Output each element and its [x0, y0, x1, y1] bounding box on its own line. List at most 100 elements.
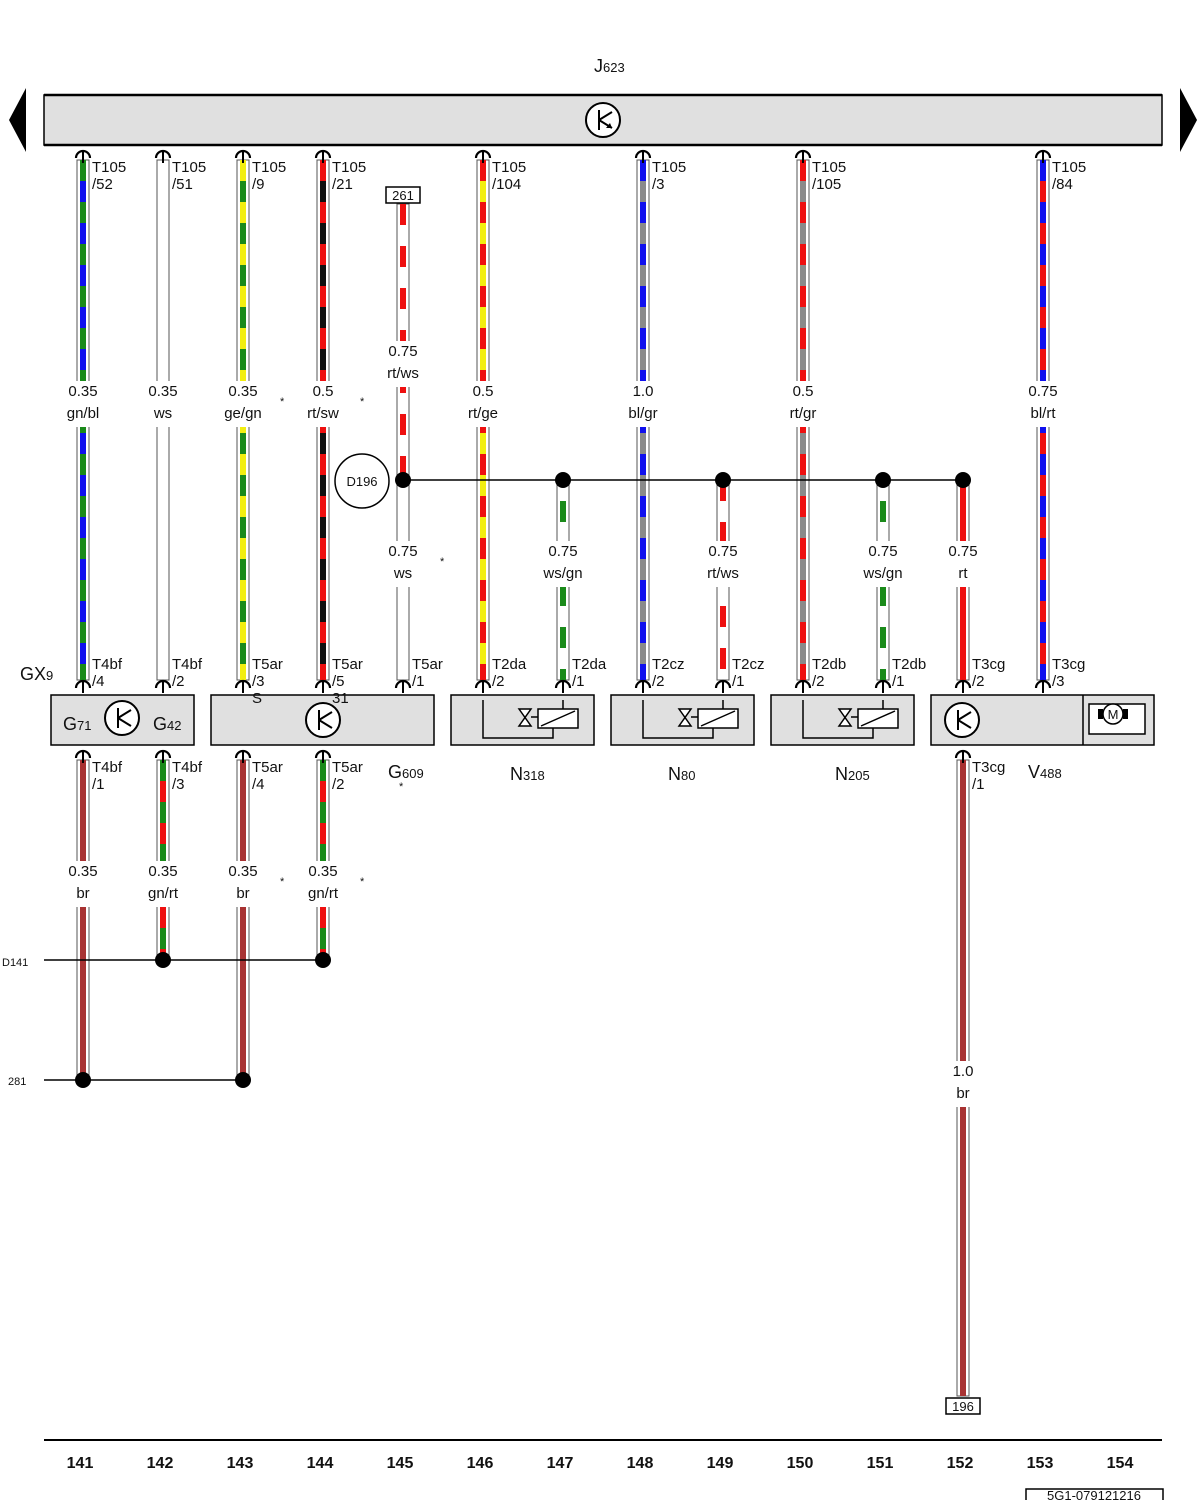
wire-b152-pin: T3cg — [972, 759, 1005, 776]
column-number-141: 141 — [67, 1455, 94, 1472]
wire-w141-pin: T105 — [92, 159, 126, 176]
device-p144-pin: T5ar — [332, 656, 363, 673]
wire-b142[interactable] — [156, 759, 170, 961]
wire-b143-color: br — [236, 885, 249, 902]
ref-box-261[interactable]: 261 — [385, 186, 421, 204]
wire-w148-pin: T105 — [652, 159, 686, 176]
column-number-142: 142 — [147, 1455, 174, 1472]
label-layer: T105/520.35gn/blT105/510.35wsT105/90.35g… — [57, 159, 1086, 1107]
wire-b142-pin-num: /3 — [172, 776, 185, 793]
electronic-module-icon — [585, 102, 621, 138]
n80-label: N80 — [668, 764, 695, 784]
connector-p149 — [714, 679, 732, 693]
sensor-icon — [305, 702, 341, 738]
gx9-label: GX9 — [20, 664, 53, 684]
ref-box-196[interactable]: 196 — [945, 1397, 981, 1415]
wire-b141[interactable] — [76, 759, 90, 1081]
wire-w144-size: 0.5 — [313, 383, 334, 400]
solenoid-valve-n318-icon — [482, 700, 579, 739]
pressure-sensor-icon — [104, 700, 140, 736]
wire-b144-size: 0.35 — [308, 863, 337, 880]
device-p145-pin: T5ar — [412, 656, 443, 673]
connector-p147 — [554, 679, 572, 693]
wire-s147-size: 0.75 — [548, 543, 577, 560]
n205-label: N205 — [835, 764, 870, 784]
device-p151-pin-num: /1 — [892, 673, 905, 690]
g609-star: * — [399, 781, 404, 793]
column-number-152: 152 — [947, 1455, 974, 1472]
wire-w148-pin-num: /3 — [652, 176, 665, 193]
wire-w144-pin: T105 — [332, 159, 366, 176]
connector-b152 — [954, 749, 972, 763]
column-number-149: 149 — [707, 1455, 734, 1472]
wire-s151-color: ws/gn — [862, 565, 902, 582]
arrow-right-icon[interactable] — [1180, 88, 1197, 152]
column-number-154: 154 — [1107, 1455, 1134, 1472]
wire-s147-color: ws/gn — [542, 565, 582, 582]
sensor-icon — [944, 702, 980, 738]
wire-w146-pin-num: /104 — [492, 176, 521, 193]
wire-b143[interactable] — [236, 759, 250, 1081]
splice-d141-label: D141 — [2, 957, 28, 969]
connector-p146 — [474, 679, 492, 693]
wire-w145b-size: 0.75 — [388, 543, 417, 560]
wire-w150-size: 0.5 — [793, 383, 814, 400]
star-144-bot: * — [280, 876, 285, 888]
device-p153-pin: T3cg — [1052, 656, 1085, 673]
connector-p143 — [234, 679, 252, 693]
device-p147-pin-num: /1 — [572, 673, 585, 690]
device-p146-pin: T2da — [492, 656, 527, 673]
wire-b152-pin-num: /1 — [972, 776, 985, 793]
device-p153-pin-num: /3 — [1052, 673, 1065, 690]
device-p145-pin-num: /1 — [412, 673, 425, 690]
device-p144-pin-extra: 31 — [332, 690, 349, 707]
connector-b141 — [74, 749, 92, 763]
connector-w146-top — [474, 149, 492, 163]
arrow-left-icon[interactable] — [9, 88, 26, 152]
device-p142-pin: T4bf — [172, 656, 203, 673]
device-p148-pin-num: /2 — [652, 673, 665, 690]
wire-b144[interactable] — [316, 759, 330, 961]
wire-w146-pin: T105 — [492, 159, 526, 176]
wire-layer — [74, 149, 1052, 1397]
connector-w142-top — [154, 149, 172, 163]
wire-w153-size: 0.75 — [1028, 383, 1057, 400]
wire-w144-color: rt/sw — [307, 405, 339, 422]
column-number-145: 145 — [387, 1455, 414, 1472]
connector-p150 — [794, 679, 812, 693]
svg-text:196: 196 — [952, 1399, 974, 1414]
device-p141-pin-num: /4 — [92, 673, 105, 690]
star-145-top: * — [360, 396, 365, 408]
column-number-151: 151 — [867, 1455, 894, 1472]
connector-w150-top — [794, 149, 812, 163]
wire-w142-size: 0.35 — [148, 383, 177, 400]
device-p152-pin: T3cg — [972, 656, 1005, 673]
wire-w142-pin: T105 — [172, 159, 206, 176]
connector-w153-top — [1034, 149, 1052, 163]
connector-p144 — [314, 679, 332, 693]
svg-text:5G1-079121216: 5G1-079121216 — [1047, 1488, 1141, 1500]
connector-p152 — [954, 679, 972, 693]
wire-w148-color: bl/gr — [628, 405, 657, 422]
wire-w141-pin-num: /52 — [92, 176, 113, 193]
wire-w150-pin: T105 — [812, 159, 846, 176]
g42-label: G42 — [153, 714, 181, 734]
column-number-150: 150 — [787, 1455, 814, 1472]
wire-b152-size: 1.0 — [953, 1063, 974, 1080]
column-number-144: 144 — [307, 1455, 334, 1472]
wire-b143-pin: T5ar — [252, 759, 283, 776]
wire-w146-size: 0.5 — [473, 383, 494, 400]
connector-p145 — [394, 679, 412, 693]
star-145-mid: * — [440, 556, 445, 568]
wire-w143-pin: T105 — [252, 159, 286, 176]
wire-b141-size: 0.35 — [68, 863, 97, 880]
device-p143-pin: T5ar — [252, 656, 283, 673]
wire-s151-size: 0.75 — [868, 543, 897, 560]
connector-w143-top — [234, 149, 252, 163]
connector-w148-top — [634, 149, 652, 163]
n318-label: N318 — [510, 764, 545, 784]
connector-b142 — [154, 749, 172, 763]
column-number-146: 146 — [467, 1455, 494, 1472]
connector-b144 — [314, 749, 332, 763]
wire-w144-pin-num: /21 — [332, 176, 353, 193]
